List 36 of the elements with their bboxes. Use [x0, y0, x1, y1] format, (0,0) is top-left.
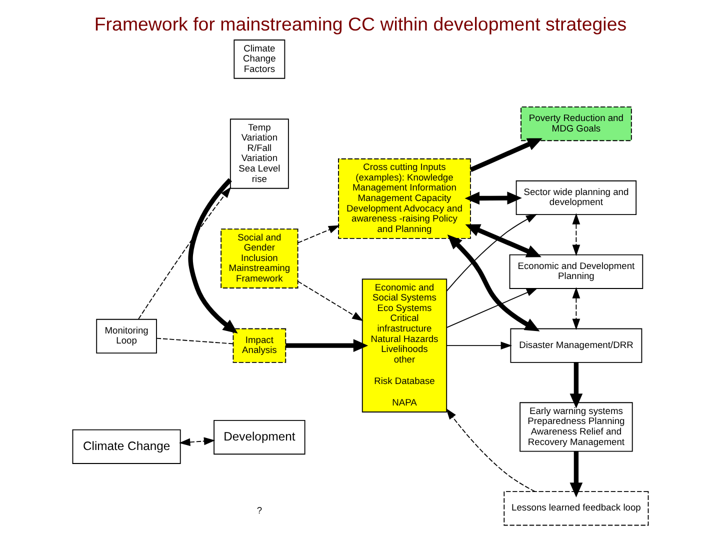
arrow [445, 408, 535, 492]
arrow [569, 362, 582, 408]
node-box: Disaster Management/DRR [510, 328, 642, 363]
arrow [569, 451, 582, 498]
arrow [297, 280, 363, 322]
node-box: Sector wide planning and development [515, 180, 636, 216]
arrow [446, 214, 537, 292]
node-box: Economic and Social Systems Eco Systems Critical infrastructure Natural Hazards Livelihoods other Risk Database NAPA [361, 278, 447, 412]
label: ? [256, 506, 262, 516]
node-box: Climate Change Factors [233, 40, 285, 79]
arrow [572, 287, 580, 330]
node-box: Impact Analysis [232, 328, 286, 363]
node-box: Social and Gender Inclusion Mainstreaming Framework [220, 228, 298, 288]
node-box: Development [213, 420, 305, 455]
node-box: Lessons learned feedback loop [503, 491, 648, 526]
arrow [469, 138, 542, 172]
arrow [138, 186, 231, 320]
node-box: Monitoring Loop [96, 318, 156, 354]
node-box: Cross cutting Inputs (examples): Knowledge Management Information Management Capacity Development Advocacy and awareness -raising Policy and Planning [338, 158, 470, 239]
arrow [572, 213, 580, 256]
connector [156, 338, 234, 344]
arrow [446, 234, 540, 332]
arrow [446, 342, 512, 350]
node-box: Early warning systems Preparedness Planning Awareness Relief and Recovery Management [519, 402, 632, 452]
arrow [178, 437, 215, 446]
arrow [464, 224, 541, 258]
node-box: Economic and Development Planning [508, 254, 643, 289]
node-box: Poverty Reduction and MDG Goals [520, 106, 632, 142]
arrow [297, 225, 340, 244]
node-box: Climate Change [72, 429, 180, 464]
node-box: Temp Variation R/Fall Variation Sea Level rise [229, 118, 288, 189]
diagram-title: Framework for mainstreaming CC within development strategies [94, 14, 626, 35]
arrow [285, 339, 368, 352]
arrow [446, 288, 538, 328]
arrow [464, 192, 522, 205]
arrow [188, 178, 238, 334]
